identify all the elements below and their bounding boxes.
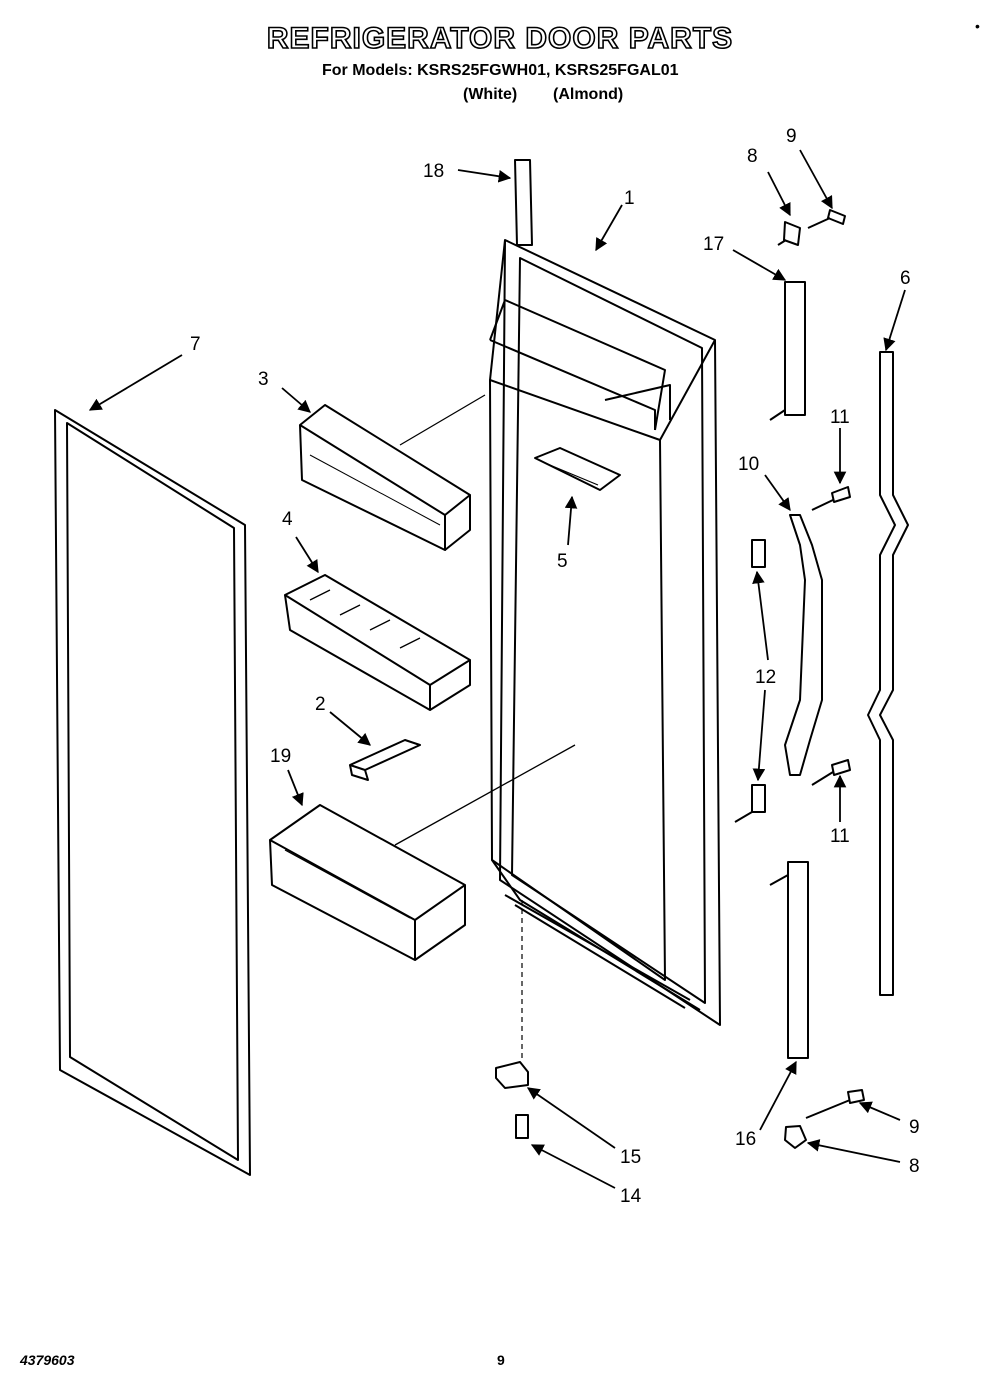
- screw-upper-part-11: [811, 486, 851, 511]
- leader-16: [759, 1060, 797, 1131]
- callout-6: 6: [900, 268, 911, 289]
- guide-line-part-3: [399, 394, 486, 446]
- screw-part-14: [515, 1114, 529, 1139]
- callout-9-lower: 9: [909, 1117, 920, 1138]
- callout-8-lower: 8: [909, 1156, 920, 1177]
- hinge-clip-upper-part-8: [777, 221, 801, 246]
- leader-2: [329, 711, 371, 746]
- leader-14: [530, 1144, 616, 1189]
- door-handle-part-10: [784, 514, 823, 776]
- leader-12-lower: [752, 689, 766, 782]
- egg-tray-part-4: [284, 574, 471, 711]
- callout-16: 16: [735, 1129, 756, 1150]
- leader-8-upper: [767, 171, 791, 217]
- screw-upper-part-9: [807, 209, 846, 229]
- callout-3: 3: [258, 369, 269, 390]
- callout-18: 18: [423, 161, 444, 182]
- callout-2: 2: [315, 694, 326, 715]
- door-liner-part-1: [489, 239, 721, 1026]
- leader-19: [287, 769, 304, 807]
- page-number: 9: [497, 1352, 505, 1368]
- leader-15: [526, 1087, 616, 1149]
- leader-10: [764, 474, 791, 512]
- callout-17: 17: [703, 234, 724, 255]
- screw-lower-part-9: [805, 1089, 865, 1119]
- handle-trim-lower-part-16: [769, 861, 809, 1059]
- door-bin-part-19: [269, 804, 466, 961]
- callout-14: 14: [620, 1186, 642, 1207]
- hinge-clip-lower-part-8: [784, 1125, 807, 1149]
- trim-strip-part-18: [514, 159, 533, 246]
- models-line: For Models: KSRS25FGWH01, KSRS25FGAL01: [322, 62, 679, 79]
- leader-5: [564, 495, 578, 546]
- guide-line-part-19: [394, 744, 576, 846]
- screw-lower-part-11: [811, 759, 851, 786]
- callout-8-upper: 8: [747, 146, 758, 167]
- leader-3: [281, 387, 311, 413]
- end-cap-upper-part-12: [751, 539, 766, 568]
- handle-trim-part-17: [769, 281, 806, 421]
- door-gasket-part-7: [54, 409, 251, 1176]
- leader-1: [595, 204, 623, 252]
- leader-9-lower: [858, 1101, 901, 1121]
- callout-1: 1: [624, 188, 635, 209]
- callout-12: 12: [755, 667, 776, 688]
- callout-11-upper: 11: [830, 407, 850, 428]
- bracket-part-2: [349, 739, 421, 781]
- leader-9-upper: [799, 149, 833, 210]
- gasket-strip-part-6: [867, 351, 909, 996]
- callout-7: 7: [190, 334, 201, 355]
- leader-12-upper: [752, 570, 769, 661]
- callout-10: 10: [738, 454, 759, 475]
- leader-4: [295, 536, 319, 574]
- diagram-title: REFRIGERATOR DOOR PARTS: [266, 21, 734, 56]
- leader-7: [88, 354, 183, 411]
- leader-8-lower: [806, 1139, 901, 1163]
- leader-6: [883, 289, 906, 352]
- callout-19: 19: [270, 746, 291, 767]
- callout-9-upper: 9: [786, 126, 797, 147]
- cup-part-5: [534, 447, 621, 491]
- callout-11-lower: 11: [830, 826, 850, 847]
- corner-mark: •: [975, 18, 980, 34]
- dairy-door-part-3: [299, 404, 471, 551]
- part-number: 4379603: [20, 1352, 75, 1368]
- callout-15: 15: [620, 1147, 641, 1168]
- leader-17: [732, 249, 787, 281]
- callout-4: 4: [282, 509, 293, 530]
- end-cap-lower-part-12: [734, 784, 766, 823]
- callout-5: 5: [557, 551, 568, 572]
- color-white-label: (White): [463, 86, 518, 103]
- hinge-bracket-part-15: [495, 1061, 529, 1089]
- color-almond-label: (Almond): [553, 86, 624, 103]
- leader-18: [457, 169, 512, 183]
